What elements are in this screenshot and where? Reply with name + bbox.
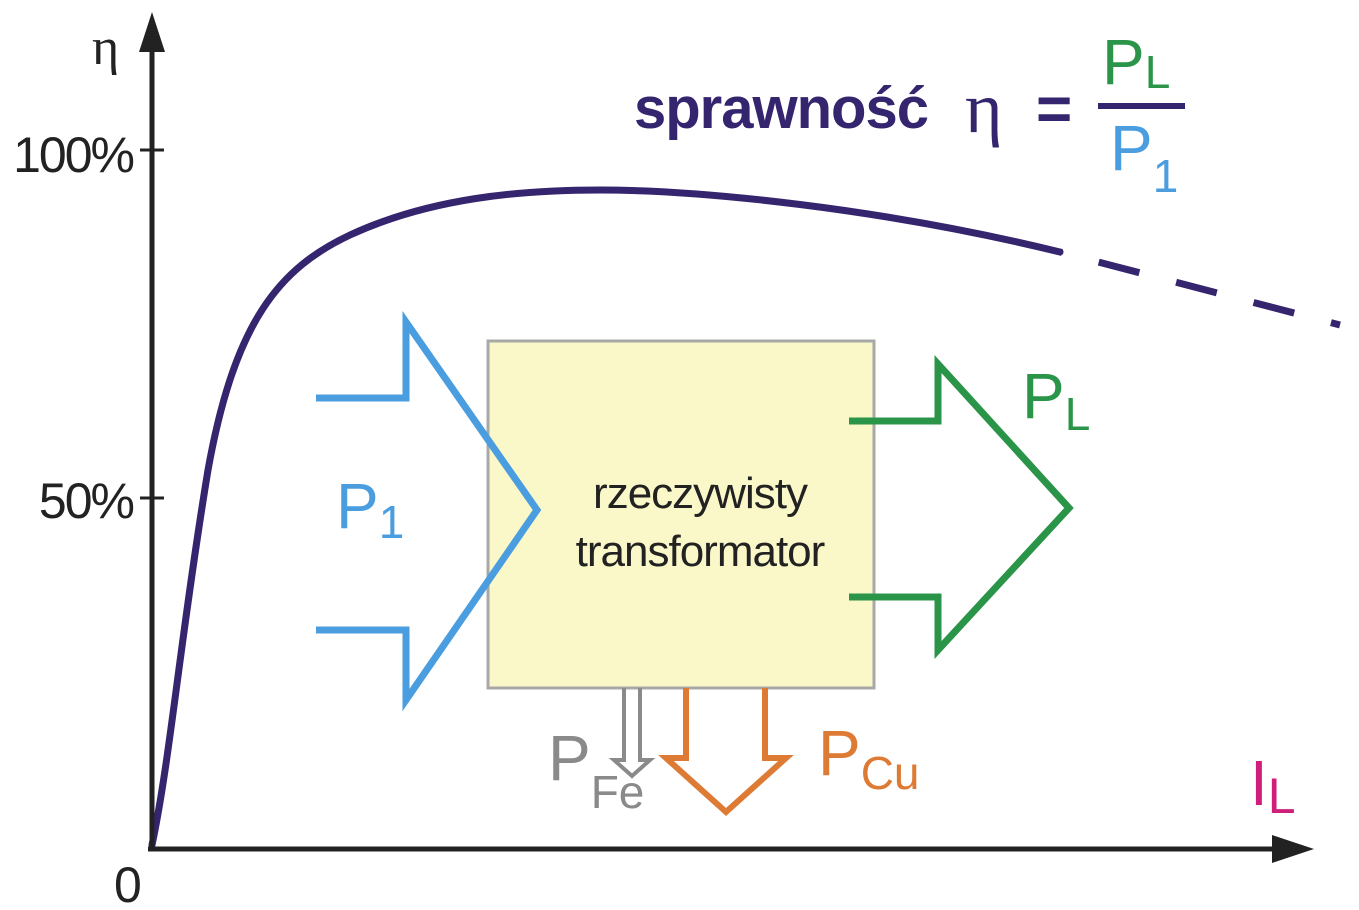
output-power-label: PL	[1022, 360, 1090, 440]
x-axis-arrow-icon	[1272, 835, 1314, 863]
y-axis-symbol: η	[92, 19, 119, 76]
origin-label: 0	[114, 857, 142, 910]
output-power-arrow-icon	[849, 354, 1074, 659]
efficiency-formula-label: sprawność	[634, 76, 928, 141]
transformer-label-line1: rzeczywisty	[593, 469, 808, 518]
copper-loss-arrow-icon	[658, 688, 794, 817]
iron-loss-arrow-icon	[608, 688, 656, 779]
efficiency-curve	[148, 186, 1064, 849]
efficiency-curve-extension	[1059, 248, 1341, 329]
copper-loss-label: PCu	[818, 717, 920, 799]
formula-numerator: PL	[1102, 26, 1170, 98]
formula-denominator: P1	[1110, 112, 1178, 202]
tick-label-100: 100%	[13, 127, 133, 183]
transformer-label-line2: transformator	[576, 527, 825, 576]
iron-loss-label: PFe	[548, 722, 644, 818]
y-axis-arrow-icon	[139, 12, 165, 52]
tick-label-50: 50%	[39, 473, 134, 529]
transformer-box	[486, 339, 876, 690]
formula-equals: =	[1036, 75, 1072, 144]
input-power-arrow-icon	[316, 310, 542, 712]
formula-eta: η	[965, 68, 1003, 148]
x-axis-label: IL	[1250, 747, 1296, 824]
input-power-label: P1	[336, 470, 404, 548]
